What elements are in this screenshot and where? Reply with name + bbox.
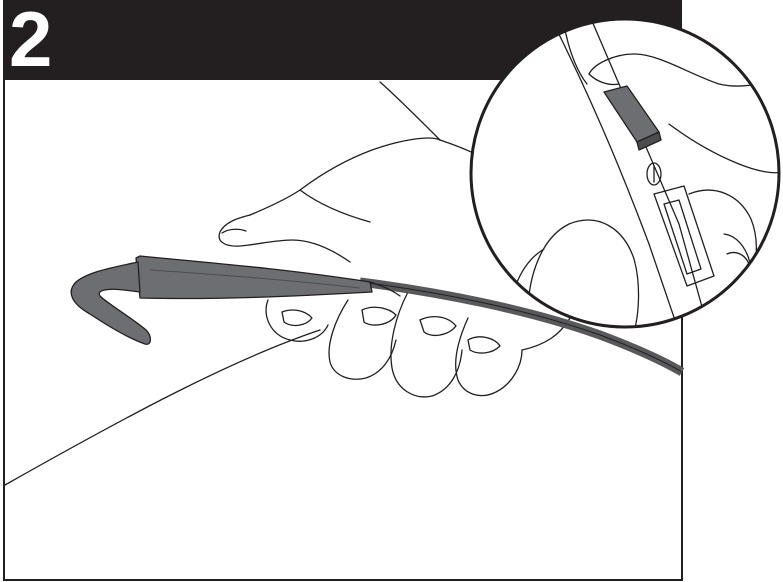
finger-ring-outline [391,292,462,397]
finger-index-nail [282,310,312,325]
arm-line-lower [5,330,320,485]
hand-back-outline [250,138,440,215]
hook-head [71,262,150,344]
thumbnail-line [222,229,246,233]
finger-index-outline [266,300,328,341]
finger-little-nail [468,337,500,353]
finger-middle-nail [362,307,396,325]
thumb-outline [219,215,350,262]
finger-ring-nail [420,317,456,336]
knuckle-crease [300,190,370,222]
arm-line-upper [380,82,440,140]
switch-detail-inset [469,14,782,332]
